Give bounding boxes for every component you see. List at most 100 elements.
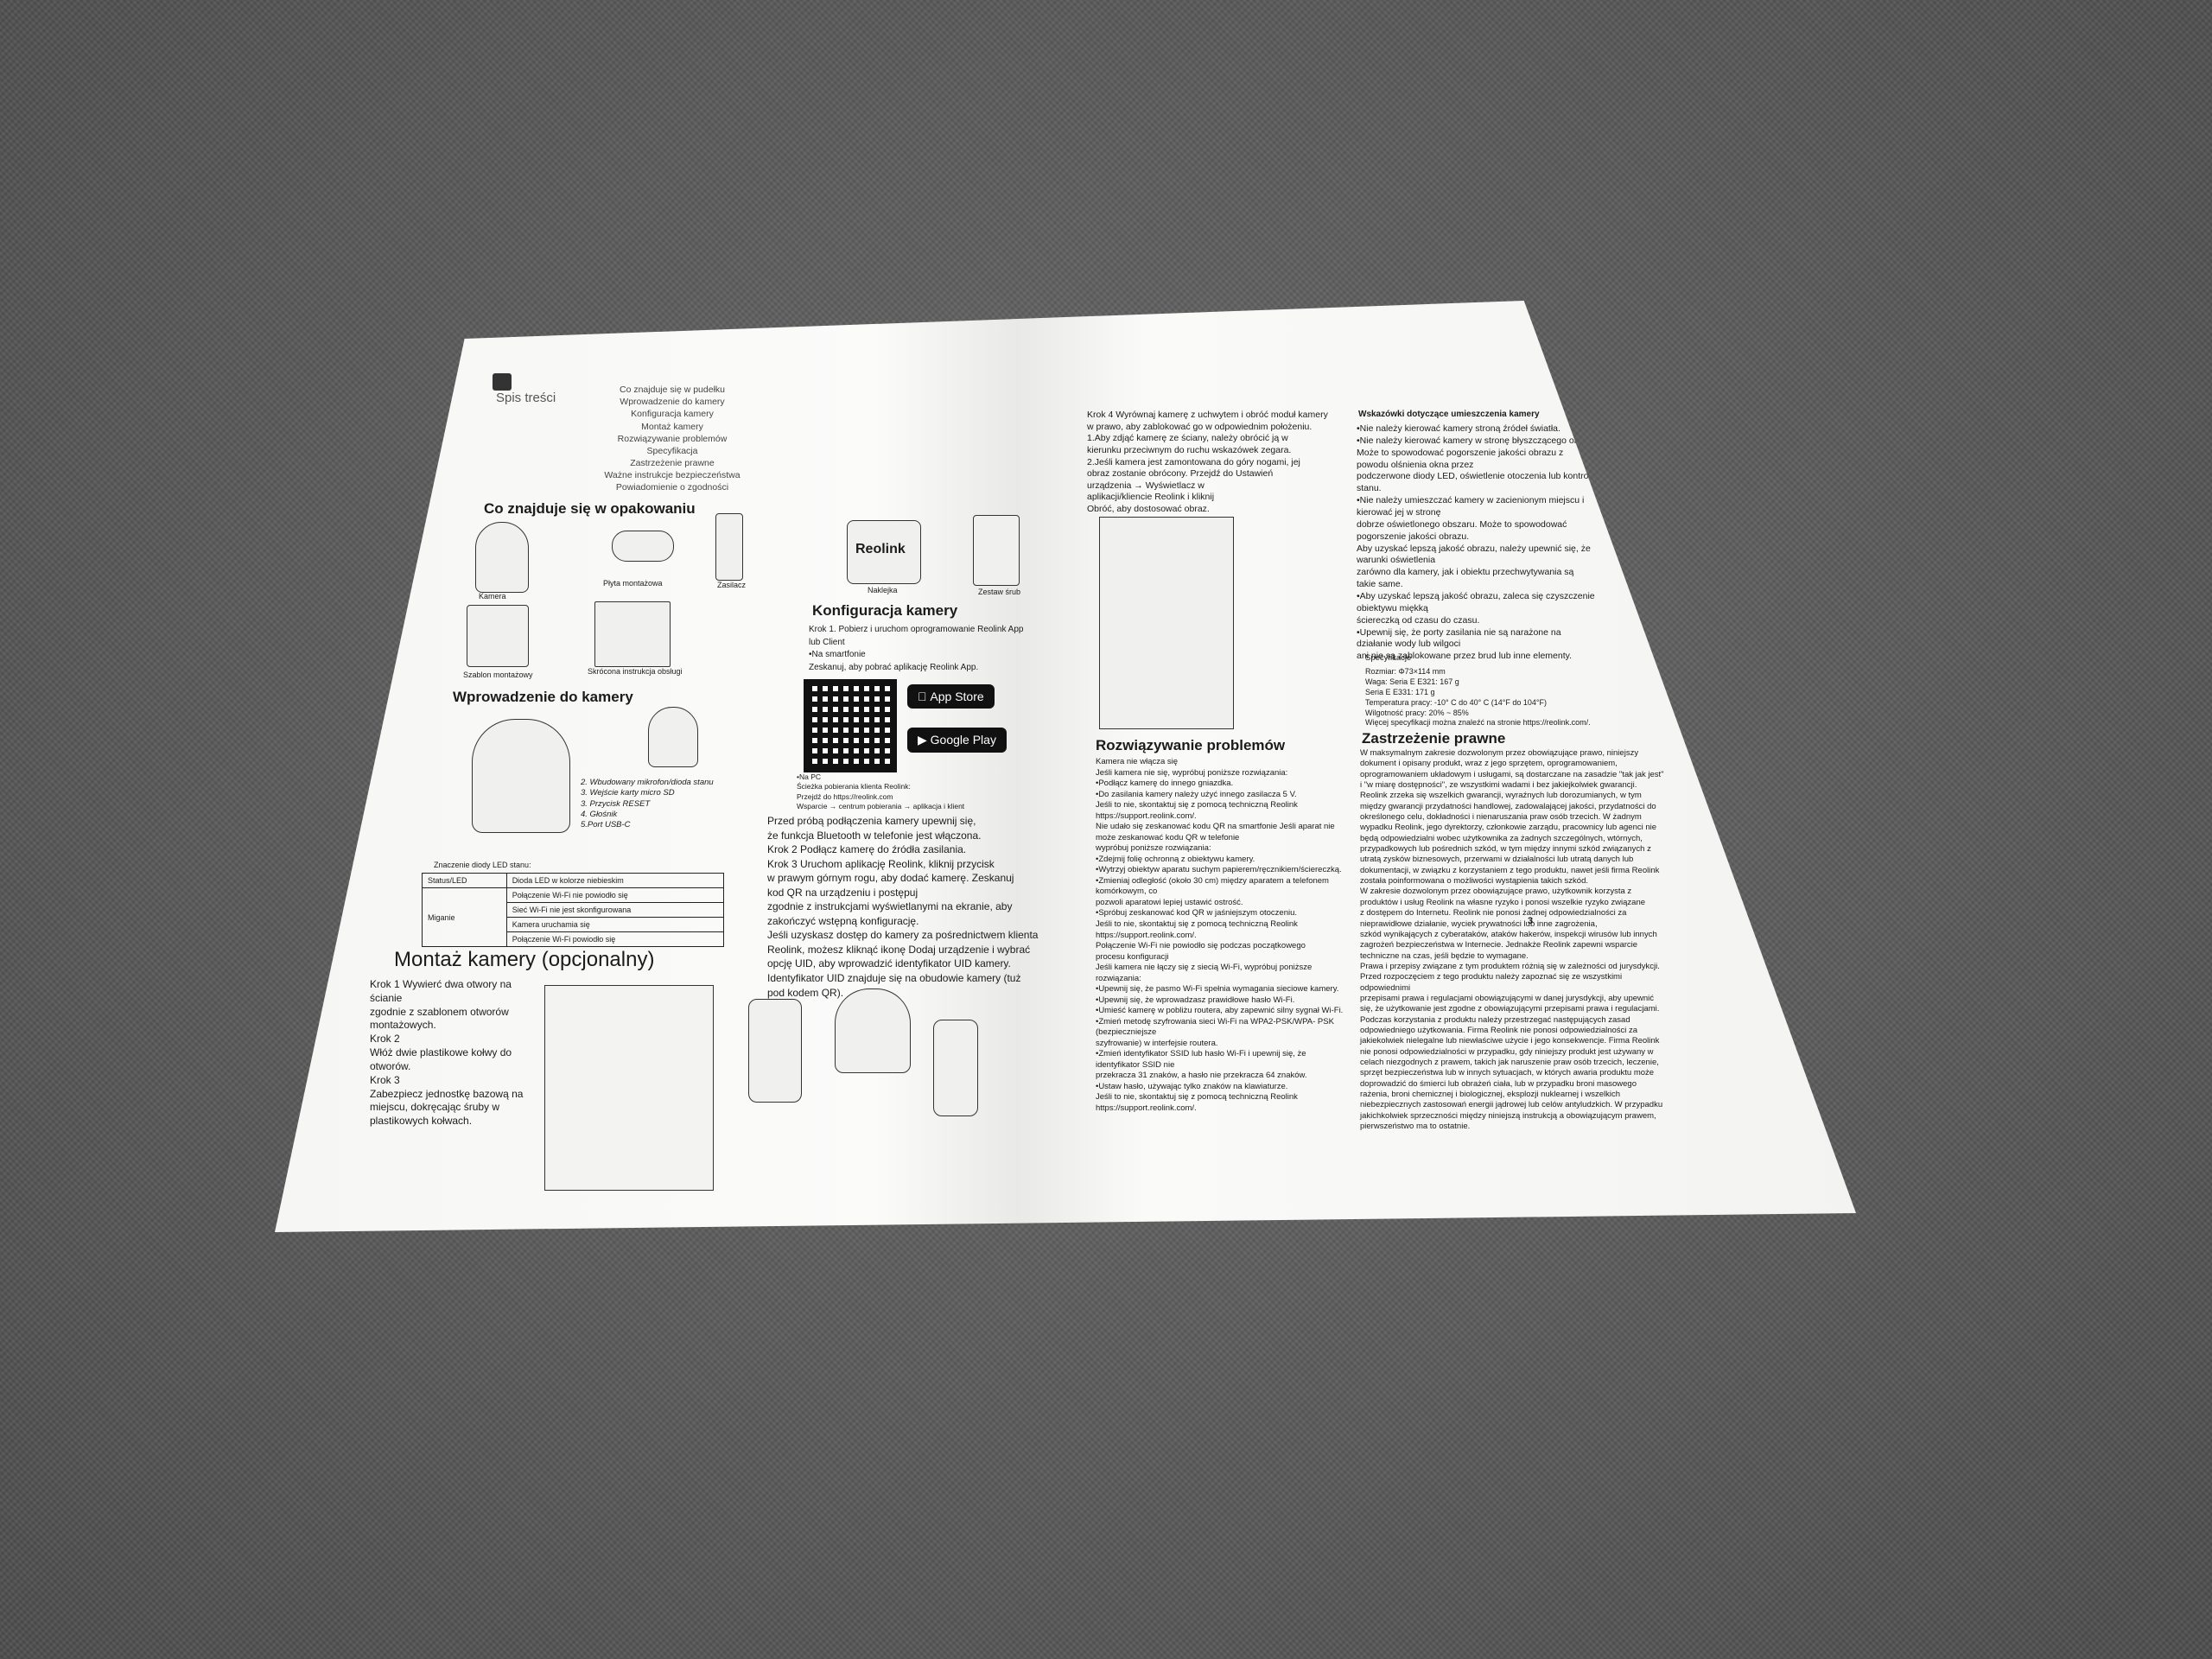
config-steps: Krok 1. Pobierz i uruchom oprogramowanie… — [809, 624, 1023, 674]
legal-line: celach niezgodnych z prawem, takich jak … — [1360, 1057, 1659, 1067]
pc-info-line: Ścieżka pobierania klienta Reolink: — [797, 782, 911, 791]
toc-item: Konfiguracja kamery — [631, 409, 714, 420]
pc-info-line: •Na PC — [797, 772, 822, 781]
legal-line: Podczas korzystania z produktu należy pr… — [1360, 1014, 1630, 1025]
camera-part-item: 3. Wejście karty micro SD — [581, 788, 675, 798]
legal-line: odpowiednimi — [1360, 982, 1411, 993]
troubleshooting-line: •Spróbuj zeskanować kod QR w jaśniejszym… — [1096, 908, 1298, 918]
legal-line: sprzęt bezpieczeństwa lub w innych sytua… — [1360, 1068, 1655, 1078]
troubleshooting-title: Rozwiązywanie problemów — [1096, 737, 1286, 753]
troubleshooting-line: (bezpieczniejsze — [1096, 1027, 1157, 1038]
tip-line: pogorszenie jakości obrazu. — [1357, 531, 1470, 542]
legal-line: przypadkowych lub pośrednich szkód, w ty… — [1360, 844, 1651, 855]
step4-line: kierunku przeciwnym do ruchu wskazówek z… — [1087, 444, 1292, 455]
setup-step-line: Krok 3 Uruchom aplikację Reolink, klikni… — [767, 857, 995, 870]
legal-line: jakichkolwiek sprzeczności między niniej… — [1360, 1110, 1656, 1121]
mount-step-line: Krok 1 Wywierć dwa otwory na — [370, 978, 512, 990]
legal-line: została poinformowana o możliwości wystą… — [1360, 876, 1589, 887]
setup-step-line: że funkcja Bluetooth w telefonie jest wł… — [767, 829, 982, 842]
step4-line: 2.Jeśli kamera jest zamontowana do góry … — [1087, 456, 1300, 467]
specs-title: Specyfikacje — [1365, 653, 1412, 663]
google-play-badge[interactable]: ▶ Google Play — [907, 728, 1007, 753]
legal-title: Zastrzeżenie prawne — [1362, 730, 1506, 747]
box-item-label: Zasilacz — [717, 581, 747, 589]
spec-line: Seria E E331: 171 g — [1365, 687, 1435, 696]
tip-line: zarówno dla kamery, jak i obiektu przech… — [1357, 567, 1574, 578]
mount-template-illustration — [467, 605, 529, 667]
led-table-group: Miganie — [422, 887, 507, 947]
legal-line: dokument i opisany produkt, wraz z jego … — [1360, 759, 1618, 769]
legal-line: wypadku Reolink, jego dyrektorzy, członk… — [1360, 823, 1657, 833]
tip-line: Aby uzyskać lepszą jakość obrazu, należy… — [1357, 543, 1591, 554]
legal-line: zagrożeń bezpieczeństwa w Internecie. Je… — [1360, 940, 1638, 950]
legal-line: nieprawidłowe działanie, wyciek prywatno… — [1360, 918, 1598, 929]
troubleshooting-line: •Zmień identyfikator SSID lub hasło Wi-F… — [1096, 1049, 1306, 1059]
tip-line: •Nie należy kierować kamery w stronę bły… — [1357, 435, 1592, 446]
toc-item: Zastrzeżenie prawne — [630, 458, 715, 469]
legal-line: szkód wynikających z cyberataków, ataków… — [1360, 929, 1657, 939]
legal-line: Reolink zrzeka się wszelkich gwarancji, … — [1360, 791, 1642, 801]
toc-item: Rozwiązywanie problemów — [617, 433, 728, 444]
setup-step-line: pod kodem QR). — [767, 986, 844, 999]
troubleshooting-line: •Upewnij się, że wprowadzasz prawidłowe … — [1096, 995, 1295, 1005]
setup-step-line: w prawym górnym rogu, aby dodać kamerę. … — [767, 872, 1014, 885]
legal-line: rażenia, broni chemicznej i biologicznej… — [1360, 1090, 1620, 1099]
app-store-badge[interactable]:  App Store — [907, 684, 995, 709]
tip-line: dobrze oświetlonego obszaru. Może to spo… — [1357, 518, 1567, 530]
tip-line: ani nie są zablokowane przez brud lub in… — [1357, 651, 1573, 662]
config-line: •Na smartfonie — [809, 650, 866, 659]
camera-part-item: 4. Głośnik — [581, 810, 618, 820]
legal-text: W maksymalnym zakresie dozwolonym przez … — [1360, 748, 1664, 1132]
mount-step-line: Zabezpiecz jednostkę bazową na — [370, 1087, 524, 1100]
mount-step-line: ścianie — [370, 991, 403, 1004]
troubleshooting-line: •Zmień metodę szyfrowania sieci Wi-Fi na… — [1096, 1016, 1334, 1027]
troubleshooting-line: •Zmieniaj odległość (około 30 cm) między… — [1096, 875, 1329, 886]
tip-line: obiektywu miękką — [1357, 602, 1428, 613]
troubleshooting-line: https://support.reolink.com/. — [1096, 1103, 1197, 1113]
setup-steps: Przed próbą podłączenia kamery upewnij s… — [767, 814, 1038, 1000]
tip-line: podczerwone diody LED, oświetlenie otocz… — [1357, 471, 1598, 482]
troubleshooting-line: identyfikator SSID nie — [1096, 1059, 1175, 1070]
config-line: Krok 1. Pobierz i uruchom oprogramowanie… — [809, 625, 1024, 634]
sticker-brand: Reolink — [855, 542, 906, 556]
config-line: lub Client — [809, 637, 845, 647]
step4-line: aplikacji/kliencie Reolink i kliknij — [1087, 492, 1215, 503]
toc-item: Powiadomienie o zgodności — [615, 482, 729, 493]
led-caption: Znaczenie diody LED stanu: — [434, 861, 531, 869]
troubleshooting-line: https://support.reolink.com/. — [1096, 930, 1197, 940]
right-page: Krok 4 Wyrównaj kamerę z uchwytem i obró… — [1052, 301, 1856, 1232]
led-table-header: Dioda LED w kolorze niebieskim — [505, 873, 725, 888]
spec-line: Temperatura pracy: -10° C do 40° C (14°F… — [1365, 697, 1547, 707]
toc-title: Spis treści — [496, 391, 556, 405]
toc-item: Montaż kamery — [641, 421, 703, 432]
step4-line: Obróć, aby dostosować obraz. — [1087, 504, 1210, 515]
legal-line: Prawa i przepisy związane z tym produkte… — [1360, 961, 1660, 971]
troubleshooting-line: •Ustaw hasło, używając tylko znaków na k… — [1096, 1081, 1288, 1091]
troubleshooting-line: •Podłącz kamerę do innego gniazdka. — [1096, 779, 1234, 789]
led-table-header: Status/LED — [422, 873, 507, 888]
box-item-label: Zestaw śrub — [978, 588, 1021, 596]
step4-line: Krok 4 Wyrównaj kamerę z uchwytem i obró… — [1087, 410, 1328, 420]
legal-line: między gwarancji przydatności handlowej,… — [1360, 801, 1656, 811]
legal-line: utratą zysków biznesowych, przerwami w d… — [1360, 855, 1634, 865]
led-table-cell: Połączenie Wi-Fi nie powiodło się — [505, 887, 725, 903]
troubleshooting-line: Jeśli kamera nie łączy się z siecią Wi-F… — [1096, 963, 1313, 973]
setup-step-line: zakończyć wstępną konfigurację. — [767, 914, 919, 927]
legal-line: Przed rozpoczęciem z tego produktu należ… — [1360, 972, 1623, 982]
hand-phone-illustration — [933, 1020, 978, 1116]
troubleshooting-line: Jeśli to nie, skontaktuj się z pomocą te… — [1096, 800, 1298, 810]
app-store-label: App Store — [918, 690, 983, 703]
setup-step-line: zgodnie z instrukcjami wyświetlanymi na … — [767, 900, 1013, 913]
config-title: Konfiguracja kamery — [812, 602, 958, 619]
sticker-illustration — [847, 520, 921, 584]
camera-intro-title: Wprowadzenie do kamery — [453, 689, 633, 705]
troubleshooting-line: •Upewnij się, że pasmo Wi-Fi spełnia wym… — [1096, 984, 1339, 995]
troubleshooting-line: Nie udało się zeskanować kodu QR na smar… — [1096, 822, 1335, 832]
toc-item: Co znajduje się w pudełku — [620, 385, 725, 395]
camera-part-item: 5.Port USB-C — [581, 820, 631, 830]
